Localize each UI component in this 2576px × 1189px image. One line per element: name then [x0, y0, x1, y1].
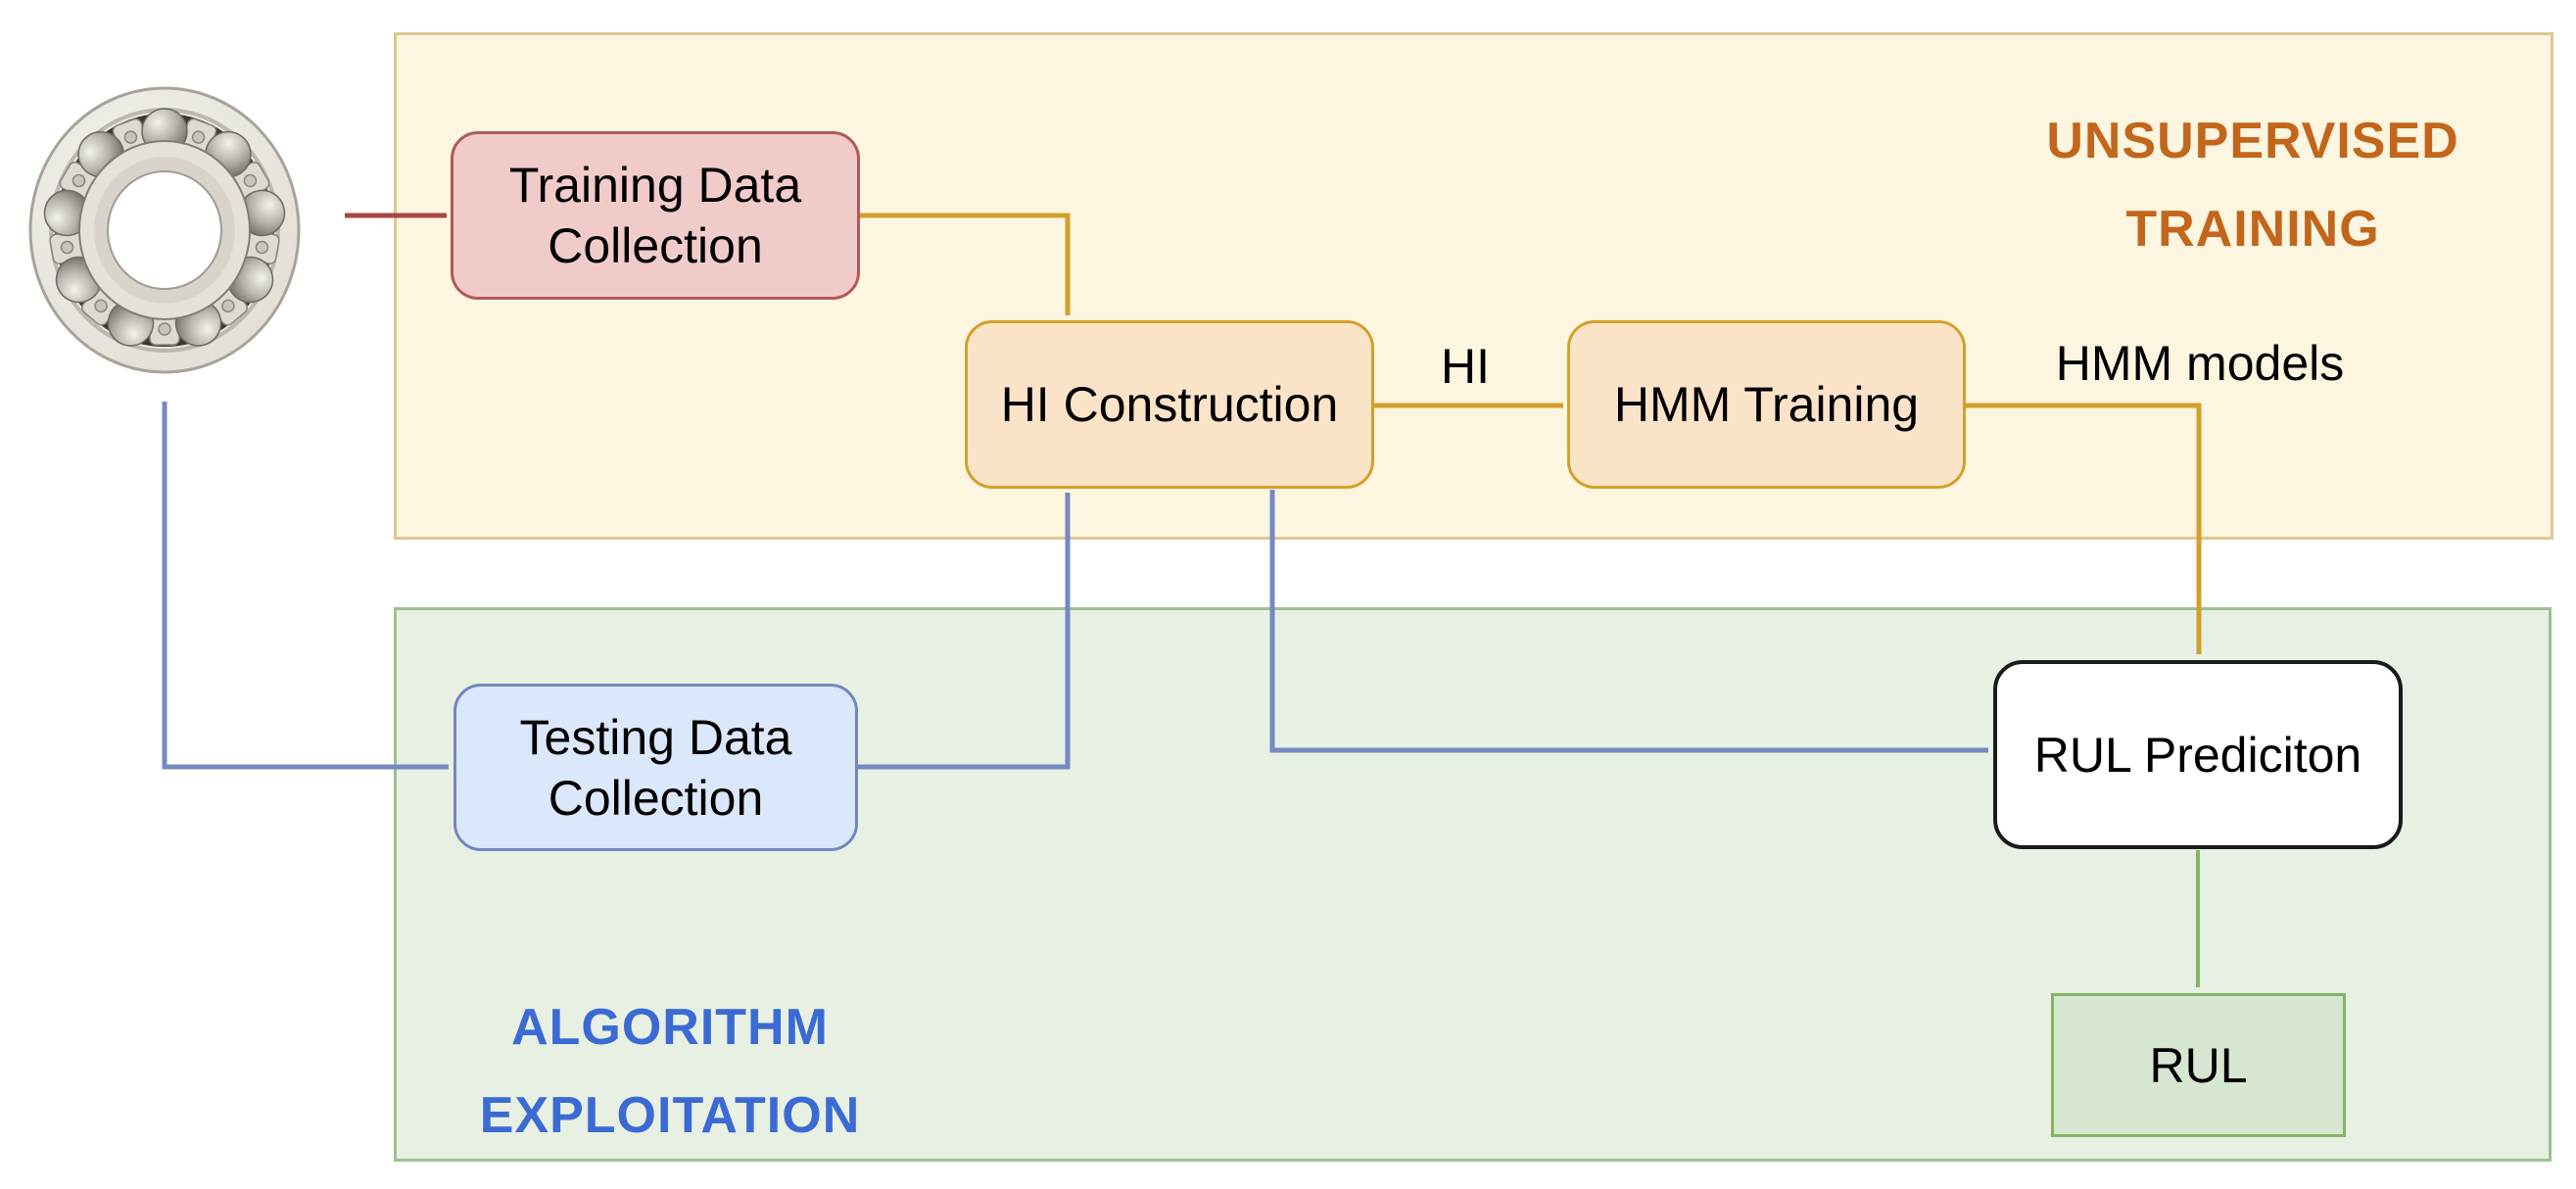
- hi-construction-node: HI Construction: [965, 320, 1374, 489]
- exploitation-title-line2: EXPLOITATION: [479, 1087, 861, 1144]
- arrow-testing-to-hi-construction: [857, 493, 1071, 770]
- unsupervised-training-title: UNSUPERVISED TRAINING: [1910, 97, 2576, 273]
- arrow-hi-construction-to-rul-prediction: [1269, 490, 1988, 753]
- unsupervised-title-line2: TRAINING: [2125, 201, 2380, 258]
- rul-prediction-node: RUL Prediciton: [1993, 660, 2403, 849]
- hi-edge-label: HI: [1441, 339, 1490, 394]
- hmm-training-node: HMM Training: [1567, 320, 1966, 489]
- training-node-label-line1: Training Data: [508, 158, 802, 213]
- bearing-icon: [28, 86, 301, 374]
- arrow-training-to-hi-construction: [859, 213, 1071, 315]
- rul-node: RUL: [2051, 993, 2346, 1137]
- testing-node-label-line1: Testing Data: [519, 709, 792, 765]
- testing-node-label-line2: Collection: [548, 770, 764, 826]
- algorithm-exploitation-title: ALGORITHM EXPLOITATION: [327, 983, 1013, 1160]
- training-node-label-line2: Collection: [548, 218, 763, 273]
- rul-prediction-node-label: RUL Prediciton: [2033, 727, 2362, 783]
- arrow-hmm-training-to-rul-prediction: [1966, 403, 2202, 654]
- hi-construction-node-label: HI Construction: [1000, 377, 1339, 432]
- hmm-training-node-label: HMM Training: [1613, 377, 1920, 432]
- arrow-bearing-to-testing: [162, 402, 449, 770]
- rul-node-label: RUL: [2149, 1037, 2248, 1093]
- testing-data-collection-node: Testing Data Collection: [453, 684, 858, 851]
- exploitation-title-line1: ALGORITHM: [511, 999, 829, 1056]
- unsupervised-title-line1: UNSUPERVISED: [2046, 113, 2459, 169]
- hmm-models-edge-label: HMM models: [2055, 336, 2345, 391]
- training-data-collection-node: Training Data Collection: [451, 131, 860, 300]
